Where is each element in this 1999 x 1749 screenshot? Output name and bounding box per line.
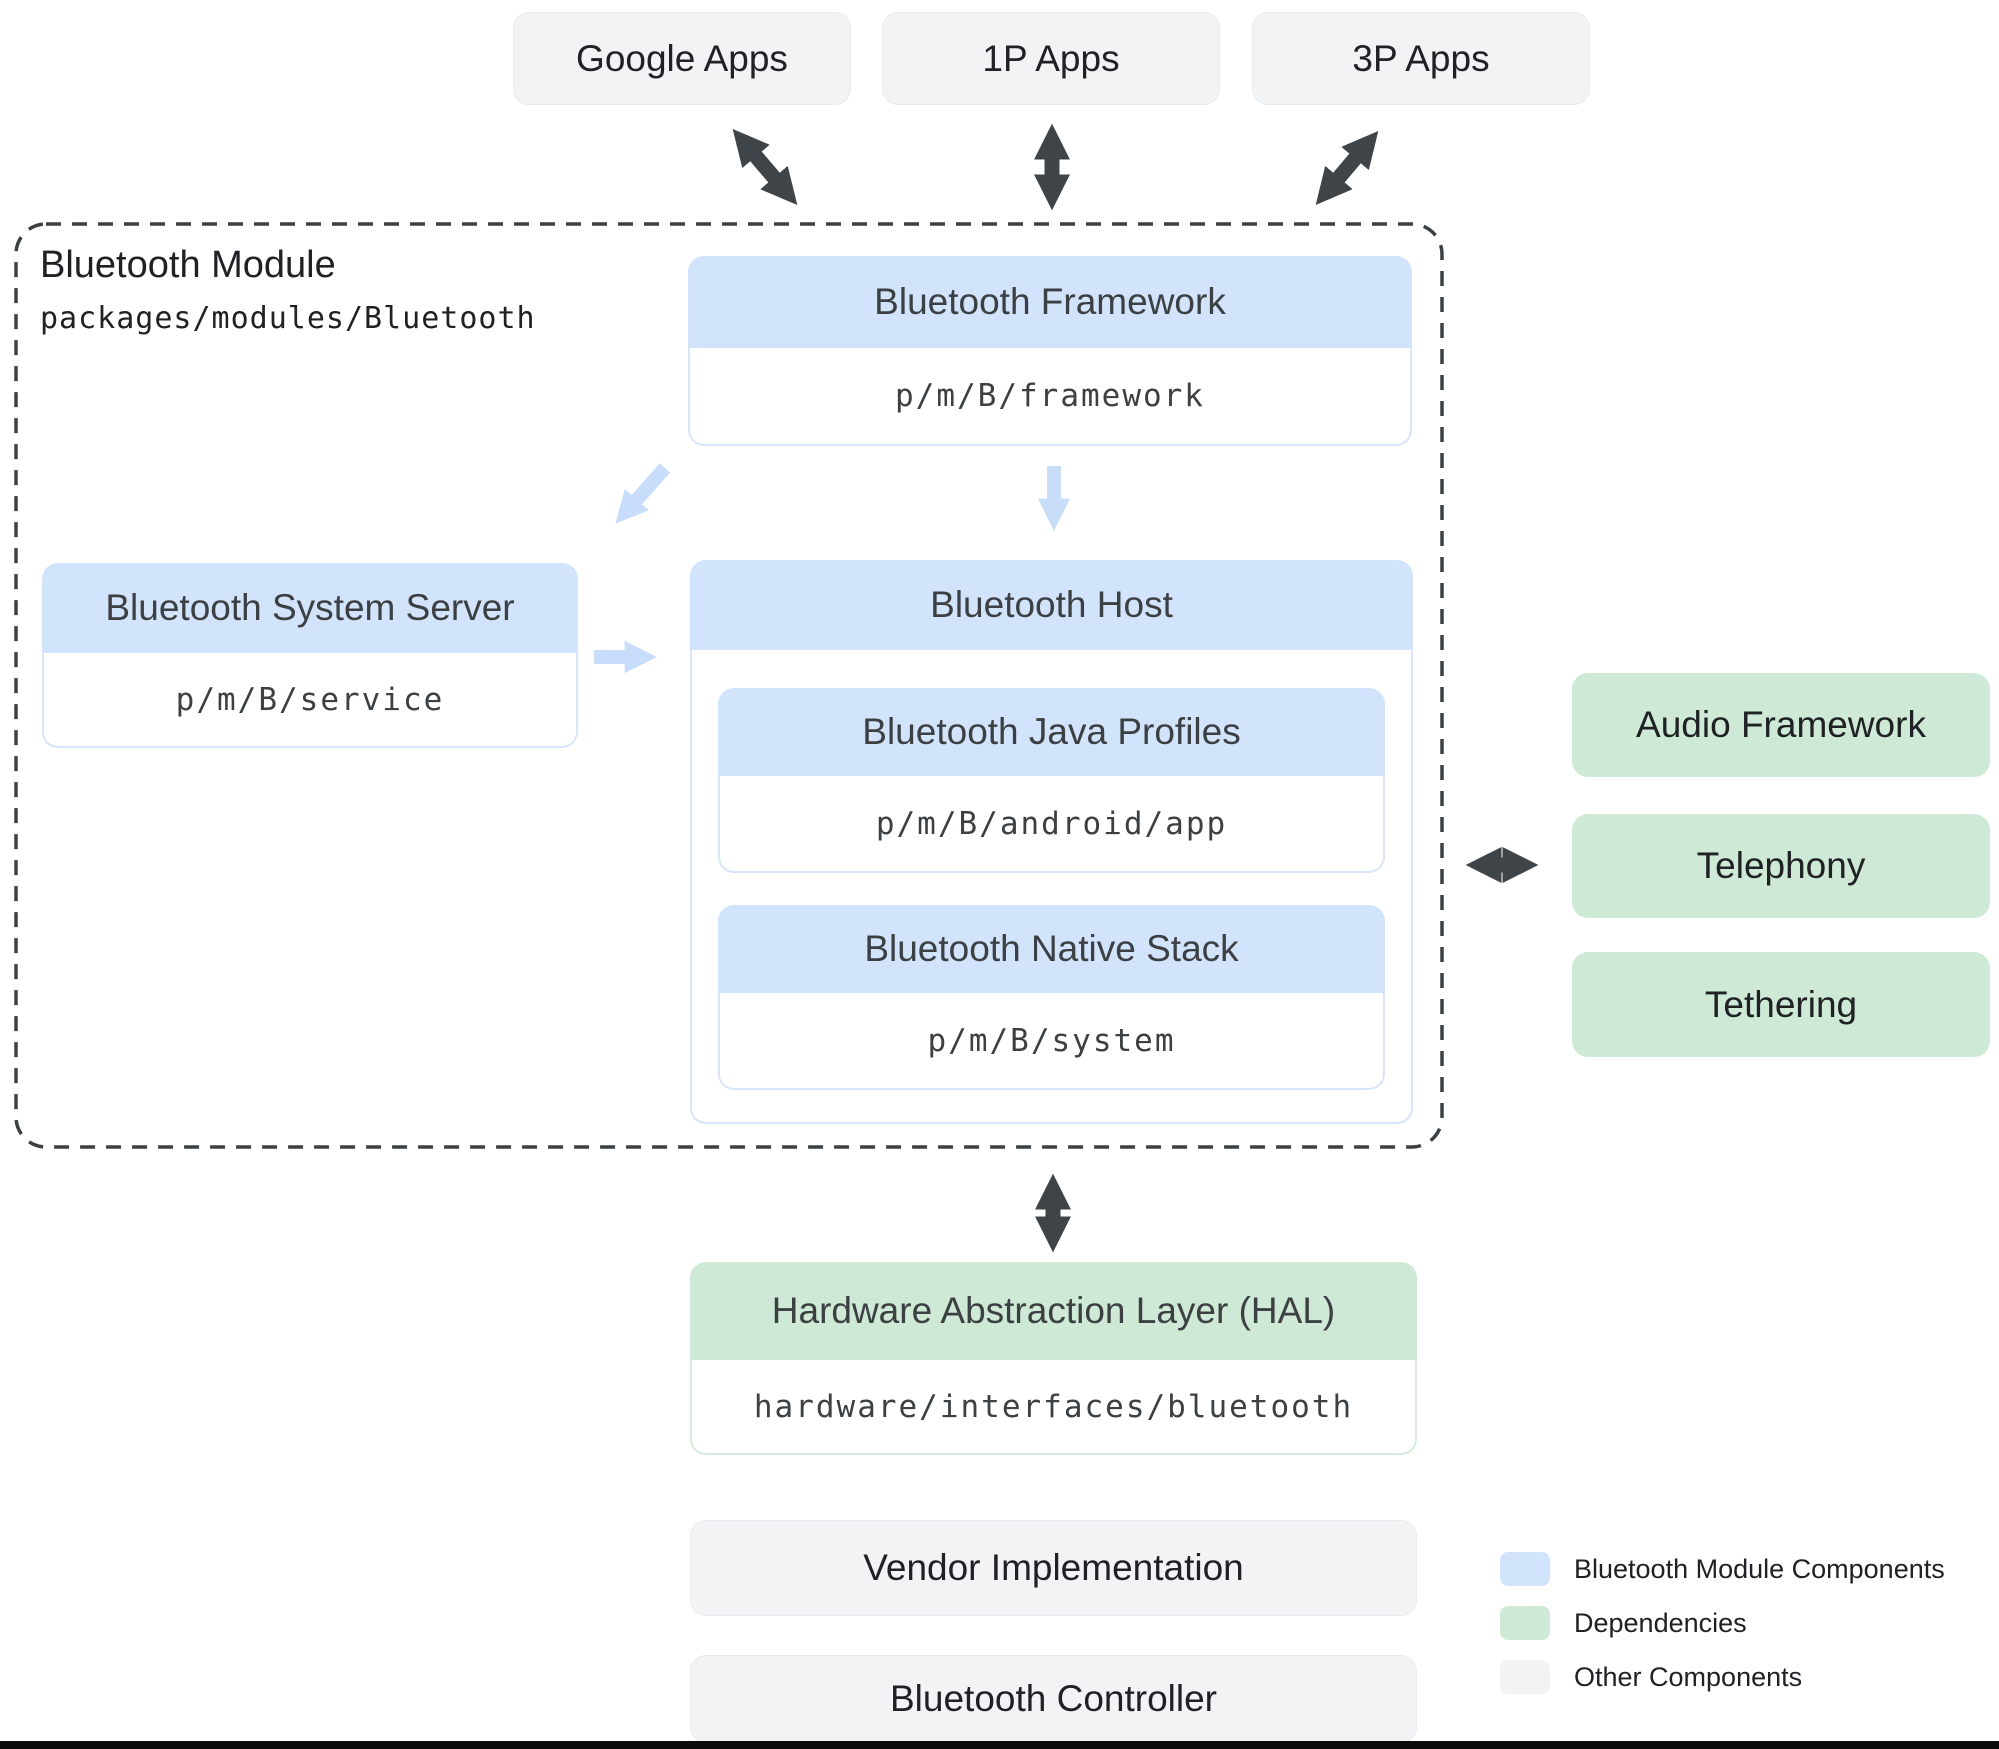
bluetooth-controller-box: Bluetooth Controller — [690, 1655, 1417, 1743]
legend-swatch-gray — [1500, 1660, 1550, 1694]
google-apps-module-arrow-icon — [732, 129, 798, 205]
bluetooth-java-profiles-title: Bluetooth Java Profiles — [718, 688, 1385, 776]
telephony-box: Telephony — [1572, 814, 1990, 918]
bluetooth-module-label: Bluetooth Module packages/modules/Blueto… — [40, 244, 536, 336]
bluetooth-framework-title: Bluetooth Framework — [688, 256, 1412, 348]
legend-label-dependencies: Dependencies — [1574, 1607, 1747, 1638]
bluetooth-host-title: Bluetooth Host — [690, 560, 1413, 650]
bluetooth-framework-box: Bluetooth Framework p/m/B/framework — [688, 256, 1412, 446]
bluetooth-module-title: Bluetooth Module — [40, 244, 336, 286]
google-apps-box: Google Apps — [513, 12, 851, 105]
framework-to-system-server-arrow-icon — [615, 463, 671, 524]
bluetooth-host-box: Bluetooth Host Bluetooth Java Profiles p… — [690, 560, 1413, 1124]
audio-framework-box: Audio Framework — [1572, 673, 1990, 777]
bluetooth-native-stack-path-section: p/m/B/system — [718, 993, 1385, 1090]
hal-box: Hardware Abstraction Layer (HAL) hardwar… — [690, 1262, 1417, 1455]
bluetooth-module-path: packages/modules/Bluetooth — [40, 301, 536, 336]
legend-row-other-components: Other Components — [1500, 1660, 1945, 1694]
google-apps-label: Google Apps — [576, 37, 788, 79]
hal-title: Hardware Abstraction Layer (HAL) — [690, 1262, 1417, 1360]
telephony-label: Telephony — [1696, 845, 1866, 886]
bluetooth-system-server-title: Bluetooth System Server — [42, 563, 578, 653]
bluetooth-module-dashed-border — [14, 222, 1444, 1149]
legend-label-module-components: Bluetooth Module Components — [1574, 1553, 1945, 1584]
bluetooth-java-profiles-path-section: p/m/B/android/app — [718, 776, 1385, 873]
bluetooth-system-server-path: p/m/B/service — [175, 681, 445, 718]
bluetooth-controller-label: Bluetooth Controller — [889, 1678, 1218, 1719]
1p-apps-label: 1P Apps — [982, 37, 1120, 79]
bluetooth-native-stack-path: p/m/B/system — [927, 1022, 1176, 1059]
vendor-implementation-box: Vendor Implementation — [690, 1520, 1417, 1616]
screenshot-bottom-edge — [0, 1741, 1999, 1749]
bluetooth-java-profiles-box: Bluetooth Java Profiles p/m/B/android/ap… — [718, 688, 1385, 873]
audio-framework-label: Audio Framework — [1636, 704, 1926, 745]
bluetooth-framework-path: p/m/B/framework — [895, 378, 1205, 414]
legend-swatch-blue — [1500, 1552, 1550, 1586]
hal-path-section: hardware/interfaces/bluetooth — [690, 1360, 1417, 1455]
tethering-label: Tethering — [1704, 983, 1858, 1025]
legend-row-dependencies: Dependencies — [1500, 1606, 1945, 1640]
3p-apps-module-arrow-icon — [1315, 131, 1379, 205]
vendor-implementation-label: Vendor Implementation — [863, 1547, 1244, 1588]
hal-path: hardware/interfaces/bluetooth — [753, 1388, 1354, 1425]
bluetooth-host-body: Bluetooth Java Profiles p/m/B/android/ap… — [690, 650, 1413, 1124]
legend: Bluetooth Module Components Dependencies… — [1500, 1552, 1945, 1694]
legend-swatch-green — [1500, 1606, 1550, 1640]
legend-row-module-components: Bluetooth Module Components — [1500, 1552, 1945, 1586]
1p-apps-box: 1P Apps — [882, 12, 1220, 105]
3p-apps-label: 3P Apps — [1352, 37, 1490, 79]
bluetooth-native-stack-box: Bluetooth Native Stack p/m/B/system — [718, 905, 1385, 1090]
bluetooth-java-profiles-path: p/m/B/android/app — [875, 805, 1228, 842]
bluetooth-system-server-path-section: p/m/B/service — [42, 653, 578, 748]
bluetooth-system-server-box: Bluetooth System Server p/m/B/service — [42, 563, 578, 748]
tethering-box: Tethering — [1572, 952, 1990, 1057]
3p-apps-box: 3P Apps — [1252, 12, 1590, 105]
legend-label-other-components: Other Components — [1574, 1661, 1803, 1692]
bluetooth-framework-path-section: p/m/B/framework — [688, 348, 1412, 446]
bluetooth-native-stack-title: Bluetooth Native Stack — [718, 905, 1385, 993]
